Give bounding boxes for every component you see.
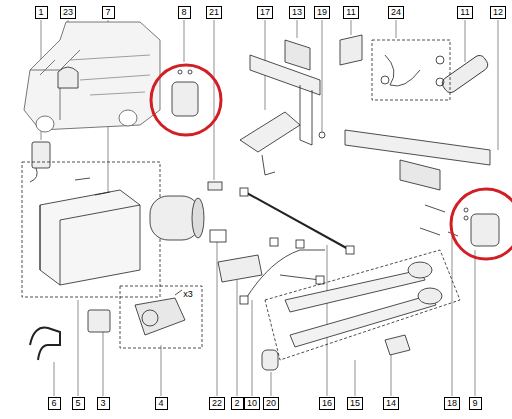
callout-number: 5 xyxy=(72,397,85,410)
callout-number: 21 xyxy=(206,6,222,19)
callout-number: 8 xyxy=(178,6,191,19)
callout-number: 9 xyxy=(469,397,482,410)
callout-number: 16 xyxy=(319,397,335,410)
callout-number: 6 xyxy=(48,397,61,410)
callout-number: 10 xyxy=(244,397,260,410)
callout-number: 7 xyxy=(102,6,115,19)
callout-number: 11 xyxy=(457,6,472,19)
callout-number: 13 xyxy=(289,6,305,19)
callout-number: 2 xyxy=(231,397,244,410)
callout-number: 14 xyxy=(383,397,399,410)
callout-number: 23 xyxy=(60,6,76,19)
callout-number: 22 xyxy=(209,397,225,410)
callout-number: x3 xyxy=(183,289,193,300)
callout-number: 1 xyxy=(35,6,48,19)
callout-number: 20 xyxy=(263,397,279,410)
callout-number: 11 xyxy=(343,6,358,19)
callout-number: 17 xyxy=(257,6,273,19)
callout-number: 15 xyxy=(347,397,363,410)
callout-number: 18 xyxy=(444,397,460,410)
callout-number: 3 xyxy=(97,397,110,410)
callout-number: 4 xyxy=(155,397,168,410)
callout-number: 12 xyxy=(490,6,506,19)
callout-number: 19 xyxy=(314,6,330,19)
callout-number: 24 xyxy=(388,6,404,19)
